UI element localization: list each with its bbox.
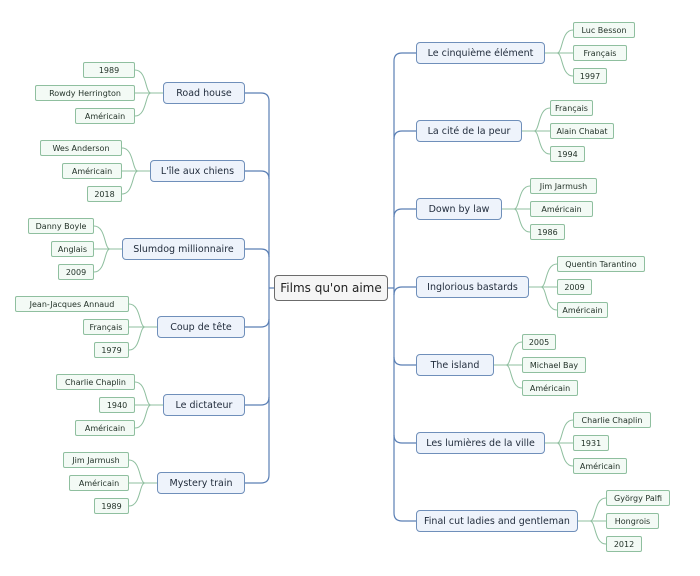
leaf-road-house-1989[interactable]: 1989 (83, 62, 135, 78)
leaf-la-cite-de-la-peur-alain-chabat[interactable]: Alain Chabat (550, 123, 614, 139)
leaf-down-by-law-americain[interactable]: Américain (530, 201, 593, 217)
connector-les-lumieres-de-la-ville (393, 434, 416, 444)
connector-coup-de-tete-leaf-0 (128, 303, 157, 328)
leaf-road-house-americain[interactable]: Américain (75, 108, 135, 124)
leaf-slumdog-millionnaire-anglais[interactable]: Anglais (51, 241, 94, 257)
leaf-les-lumieres-de-la-ville-americain[interactable]: Américain (573, 458, 627, 474)
connector-la-cite-de-la-peur (393, 130, 416, 140)
connector-the-island-leaf-2 (494, 364, 523, 389)
leaf-le-dictateur-charlie-chaplin[interactable]: Charlie Chaplin (56, 374, 135, 390)
connector-le-dictateur-leaf-2 (134, 404, 163, 429)
branch-final-cut-ladies-and-gentleman[interactable]: Final cut ladies and gentleman (416, 510, 578, 532)
leaf-final-cut-ladies-and-gentleman-gyorgy-palfi[interactable]: György Palfi (606, 490, 670, 506)
connector-l-ile-aux-chiens-leaf-2 (121, 170, 150, 195)
leaf-inglorious-bastards-americain[interactable]: Américain (557, 302, 608, 318)
connector-slumdog-millionnaire-leaf-0 (93, 225, 122, 250)
branch-la-cite-de-la-peur[interactable]: La cité de la peur (416, 120, 522, 142)
connector-coup-de-tete (245, 318, 270, 328)
root-topic[interactable]: Films qu'on aime (274, 275, 388, 301)
leaf-coup-de-tete-francais[interactable]: Français (83, 319, 129, 335)
connector-down-by-law (393, 208, 416, 218)
leaf-les-lumieres-de-la-ville-1931[interactable]: 1931 (573, 435, 609, 451)
connector-la-cite-de-la-peur-leaf-2 (522, 130, 551, 155)
leaf-le-cinquieme-element-francais[interactable]: Français (573, 45, 627, 61)
leaf-final-cut-ladies-and-gentleman-hongrois[interactable]: Hongrois (606, 513, 659, 529)
leaf-the-island-michael-bay[interactable]: Michael Bay (522, 357, 586, 373)
leaf-road-house-rowdy-herrington[interactable]: Rowdy Herrington (35, 85, 135, 101)
leaf-final-cut-ladies-and-gentleman-2012[interactable]: 2012 (606, 536, 642, 552)
leaf-le-dictateur-1940[interactable]: 1940 (99, 397, 135, 413)
leaf-la-cite-de-la-peur-francais[interactable]: Français (550, 100, 593, 116)
connector-la-cite-de-la-peur-leaf-0 (522, 107, 551, 132)
connector-l-ile-aux-chiens-leaf-0 (121, 147, 150, 172)
leaf-le-cinquieme-element-luc-besson[interactable]: Luc Besson (573, 22, 635, 38)
branch-down-by-law[interactable]: Down by law (416, 198, 502, 220)
leaf-l-ile-aux-chiens-americain[interactable]: Américain (62, 163, 122, 179)
connector-road-house-leaf-2 (134, 92, 163, 117)
connector-mystery-train (245, 474, 270, 484)
leaf-mystery-train-1989[interactable]: 1989 (94, 498, 129, 514)
branch-road-house[interactable]: Road house (163, 82, 245, 104)
connector-inglorious-bastards-leaf-2 (529, 286, 558, 311)
leaf-the-island-2005[interactable]: 2005 (522, 334, 556, 350)
leaf-down-by-law-1986[interactable]: 1986 (530, 224, 565, 240)
connector-mystery-train-leaf-2 (128, 482, 157, 507)
leaf-le-cinquieme-element-1997[interactable]: 1997 (573, 68, 607, 84)
connector-les-lumieres-de-la-ville-leaf-2 (545, 442, 574, 467)
connector-coup-de-tete-leaf-2 (128, 326, 157, 351)
branch-le-dictateur[interactable]: Le dictateur (163, 394, 245, 416)
connector-le-dictateur-leaf-0 (134, 381, 163, 406)
connector-final-cut-ladies-and-gentleman-leaf-0 (578, 497, 607, 522)
connector-final-cut-ladies-and-gentleman-leaf-2 (578, 520, 607, 545)
connector-inglorious-bastards-leaf-0 (529, 263, 558, 288)
leaf-l-ile-aux-chiens-wes-anderson[interactable]: Wes Anderson (40, 140, 122, 156)
connector-le-cinquieme-element (393, 52, 416, 62)
connector-slumdog-millionnaire (245, 248, 270, 258)
leaf-slumdog-millionnaire-danny-boyle[interactable]: Danny Boyle (28, 218, 94, 234)
leaf-l-ile-aux-chiens-2018[interactable]: 2018 (87, 186, 122, 202)
connector-final-cut-ladies-and-gentleman (393, 512, 416, 522)
connector-road-house-leaf-0 (134, 69, 163, 94)
leaf-inglorious-bastards-quentin-tarantino[interactable]: Quentin Tarantino (557, 256, 645, 272)
leaf-coup-de-tete-1979[interactable]: 1979 (94, 342, 129, 358)
connector-le-cinquieme-element-leaf-0 (545, 29, 574, 54)
connector-down-by-law-leaf-0 (502, 185, 531, 210)
leaf-le-dictateur-americain[interactable]: Américain (75, 420, 135, 436)
leaf-slumdog-millionnaire-2009[interactable]: 2009 (58, 264, 94, 280)
connector-the-island (393, 356, 416, 366)
branch-inglorious-bastards[interactable]: Inglorious bastards (416, 276, 529, 298)
leaf-the-island-americain[interactable]: Américain (522, 380, 578, 396)
leaf-mystery-train-jim-jarmush[interactable]: Jim Jarmush (63, 452, 129, 468)
leaf-down-by-law-jim-jarmush[interactable]: Jim Jarmush (530, 178, 597, 194)
branch-le-cinquieme-element[interactable]: Le cinquième élément (416, 42, 545, 64)
connector-le-cinquieme-element-leaf-2 (545, 52, 574, 77)
leaf-mystery-train-americain[interactable]: Américain (69, 475, 129, 491)
leaf-les-lumieres-de-la-ville-charlie-chaplin[interactable]: Charlie Chaplin (573, 412, 651, 428)
branch-mystery-train[interactable]: Mystery train (157, 472, 245, 494)
leaf-coup-de-tete-jean-jacques-annaud[interactable]: Jean-Jacques Annaud (15, 296, 129, 312)
branch-l-ile-aux-chiens[interactable]: L'île aux chiens (150, 160, 245, 182)
connector-the-island-leaf-0 (494, 341, 523, 366)
branch-les-lumieres-de-la-ville[interactable]: Les lumières de la ville (416, 432, 545, 454)
connector-down-by-law-leaf-2 (502, 208, 531, 233)
connector-mystery-train-leaf-0 (128, 459, 157, 484)
connector-les-lumieres-de-la-ville-leaf-0 (545, 419, 574, 444)
branch-slumdog-millionnaire[interactable]: Slumdog millionnaire (122, 238, 245, 260)
connector-inglorious-bastards (393, 286, 416, 296)
branch-the-island[interactable]: The island (416, 354, 494, 376)
branch-coup-de-tete[interactable]: Coup de tête (157, 316, 245, 338)
connector-le-dictateur (245, 396, 270, 406)
leaf-la-cite-de-la-peur-1994[interactable]: 1994 (550, 146, 585, 162)
leaf-inglorious-bastards-2009[interactable]: 2009 (557, 279, 592, 295)
connector-road-house (245, 92, 270, 102)
connector-slumdog-millionnaire-leaf-2 (93, 248, 122, 273)
connector-l-ile-aux-chiens (245, 170, 270, 180)
